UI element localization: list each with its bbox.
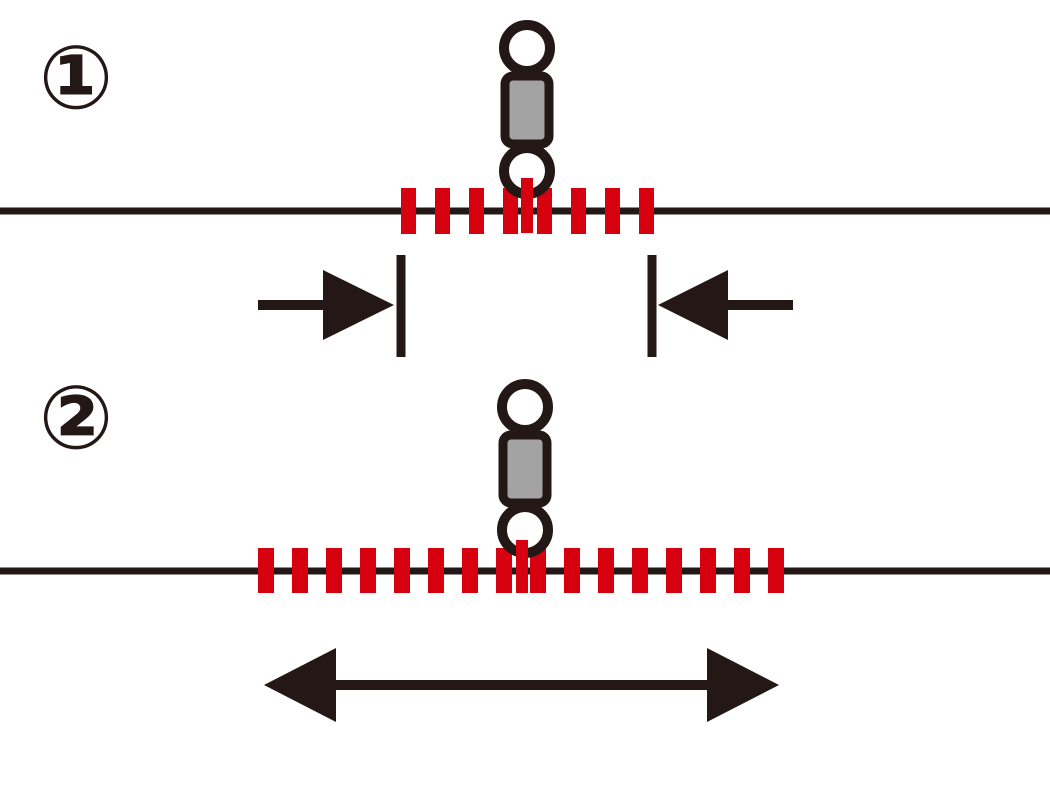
swivel-body [500, 71, 554, 149]
step-1-panel: ① [0, 20, 1050, 357]
center-tick-step-2 [516, 540, 528, 593]
tick-mark-step-2 [598, 548, 614, 593]
tick-mark-step-2 [292, 548, 308, 593]
swivel-top-ring [497, 379, 553, 435]
tick-mark-step-2 [394, 548, 410, 593]
tick-mark-step-2 [326, 548, 342, 593]
arrow-left-icon [658, 270, 793, 340]
step-2-label: ② [39, 366, 114, 469]
tick-mark-step-1 [639, 188, 654, 234]
tick-mark-step-2 [632, 548, 648, 593]
tick-mark-step-2 [700, 548, 716, 593]
tick-mark-step-1 [503, 188, 518, 234]
tick-mark-step-2 [530, 548, 546, 593]
swivel-icon [497, 379, 553, 558]
arrow-right-icon [258, 270, 394, 340]
center-tick-step-1 [521, 178, 533, 233]
swivel-body [498, 430, 552, 508]
swivel-icon [499, 20, 555, 199]
tick-mark-step-1 [537, 188, 552, 234]
tick-group-step-1 [401, 188, 654, 234]
tick-mark-step-1 [435, 188, 450, 234]
tick-mark-step-2 [734, 548, 750, 593]
step-1-label: ① [39, 26, 114, 129]
double-arrow-icon [264, 648, 779, 722]
tick-mark-step-1 [469, 188, 484, 234]
tick-mark-step-2 [564, 548, 580, 593]
tick-group-step-2 [258, 548, 784, 593]
tick-mark-step-2 [768, 548, 784, 593]
tick-mark-step-2 [258, 548, 274, 593]
swivel-top-ring [499, 20, 555, 76]
tick-mark-step-1 [605, 188, 620, 234]
tick-mark-step-2 [496, 548, 512, 593]
tick-mark-step-2 [462, 548, 478, 593]
step-2-panel: ② [0, 366, 1050, 722]
tick-mark-step-1 [401, 188, 416, 234]
tick-mark-step-2 [666, 548, 682, 593]
tick-mark-step-2 [360, 548, 376, 593]
tick-mark-step-1 [571, 188, 586, 234]
tick-mark-step-2 [428, 548, 444, 593]
